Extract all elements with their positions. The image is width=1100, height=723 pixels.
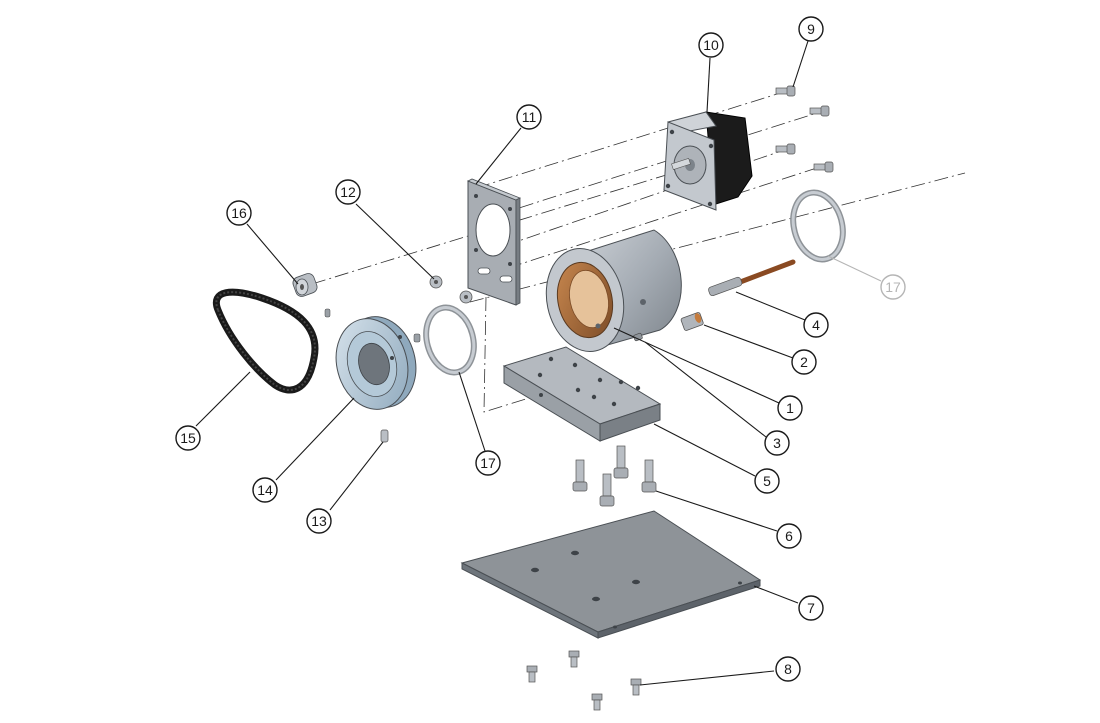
pins xyxy=(324,308,421,343)
leader-12 xyxy=(355,203,435,280)
leader-6 xyxy=(655,490,778,532)
mounting-block xyxy=(502,346,662,442)
callout-8: 8 xyxy=(775,656,801,682)
callout-1: 1 xyxy=(777,395,803,421)
callout-17b: 17 xyxy=(880,274,906,300)
leader-4 xyxy=(735,291,806,321)
callout-17a-label: 17 xyxy=(480,455,496,471)
callout-3: 3 xyxy=(764,430,790,456)
callout-4: 4 xyxy=(803,312,829,338)
leader-1 xyxy=(613,327,780,404)
mount-plate-screws xyxy=(429,275,473,304)
leader-8 xyxy=(639,670,775,686)
motor-screw xyxy=(775,85,796,97)
leader-10 xyxy=(706,57,711,113)
leader-13 xyxy=(329,441,384,511)
callout-12-label: 12 xyxy=(340,184,356,200)
callout-7-label: 7 xyxy=(807,600,815,616)
leader-9 xyxy=(792,40,809,88)
callout-2: 2 xyxy=(791,349,817,375)
callout-16-label: 16 xyxy=(231,205,247,221)
callout-13: 13 xyxy=(306,508,332,534)
leader-2 xyxy=(703,324,794,359)
plate-screws xyxy=(526,650,642,711)
callout-10: 10 xyxy=(698,32,724,58)
leader-11 xyxy=(475,127,522,185)
axis-motor-screw-top xyxy=(475,89,791,189)
callout-14: 14 xyxy=(252,477,278,503)
block-screw xyxy=(641,459,657,493)
plate-screw xyxy=(526,665,538,683)
plate-screw xyxy=(591,693,603,711)
axis-plate-to-block xyxy=(483,296,546,413)
leader-7 xyxy=(753,585,799,604)
block-screw xyxy=(613,445,629,479)
block-screw xyxy=(572,459,588,492)
base-plate xyxy=(460,510,762,639)
callouts: 1 2 3 4 5 6 7 8 9 10 11 12 13 14 15 16 1… xyxy=(175,16,906,682)
timing-belt xyxy=(212,288,319,394)
motor-screw xyxy=(813,161,834,173)
pin-13 xyxy=(380,429,389,443)
axis-motor-screw-2 xyxy=(496,111,821,216)
leader-lines xyxy=(195,40,882,686)
plate-screw xyxy=(568,650,580,668)
callout-13-label: 13 xyxy=(311,513,327,529)
callout-11: 11 xyxy=(516,104,542,130)
callout-14-label: 14 xyxy=(257,482,273,498)
bearing-housing xyxy=(545,229,682,352)
spacer-ring-right xyxy=(790,189,846,263)
spacer-ring-left xyxy=(423,304,477,376)
callout-9-label: 9 xyxy=(807,21,815,37)
large-pulley xyxy=(335,316,417,410)
mount-plate-screw xyxy=(429,275,443,289)
leader-15 xyxy=(195,371,251,427)
callout-15: 15 xyxy=(175,425,201,451)
callout-17b-label: 17 xyxy=(885,279,901,295)
motor-screw xyxy=(809,105,830,117)
small-pulley xyxy=(292,273,318,297)
leader-17a xyxy=(458,371,486,452)
stepper-motor xyxy=(663,111,753,211)
block-screws xyxy=(572,445,657,507)
callout-3-label: 3 xyxy=(773,435,781,451)
leader-14 xyxy=(275,397,355,481)
coupling-nut xyxy=(680,312,704,331)
lead-screw xyxy=(708,259,796,297)
callout-17a: 17 xyxy=(475,450,501,476)
leader-5 xyxy=(653,423,756,477)
callout-6-label: 6 xyxy=(785,528,793,544)
leader-17b xyxy=(827,255,882,282)
callout-5-label: 5 xyxy=(763,473,771,489)
callout-8-label: 8 xyxy=(784,661,792,677)
plate-screw xyxy=(630,678,642,696)
callout-7: 7 xyxy=(798,595,824,621)
block-screw xyxy=(599,473,615,507)
motor-screw xyxy=(775,143,796,155)
callout-9: 9 xyxy=(798,16,824,42)
callout-15-label: 15 xyxy=(180,430,196,446)
leader-3 xyxy=(644,341,767,438)
motor-screws xyxy=(775,85,834,173)
axis-motor-screw-4 xyxy=(507,164,827,269)
callout-4-label: 4 xyxy=(812,317,820,333)
callout-6: 6 xyxy=(776,523,802,549)
callout-1-label: 1 xyxy=(786,400,794,416)
callout-12: 12 xyxy=(335,179,361,205)
callout-16: 16 xyxy=(226,200,252,226)
callout-11-label: 11 xyxy=(522,109,537,125)
callout-5: 5 xyxy=(754,468,780,494)
callout-10-label: 10 xyxy=(703,37,719,53)
leader-16 xyxy=(246,223,299,285)
motor-mount-plate xyxy=(467,178,521,306)
mount-plate-screw xyxy=(459,290,473,304)
callout-2-label: 2 xyxy=(800,354,808,370)
